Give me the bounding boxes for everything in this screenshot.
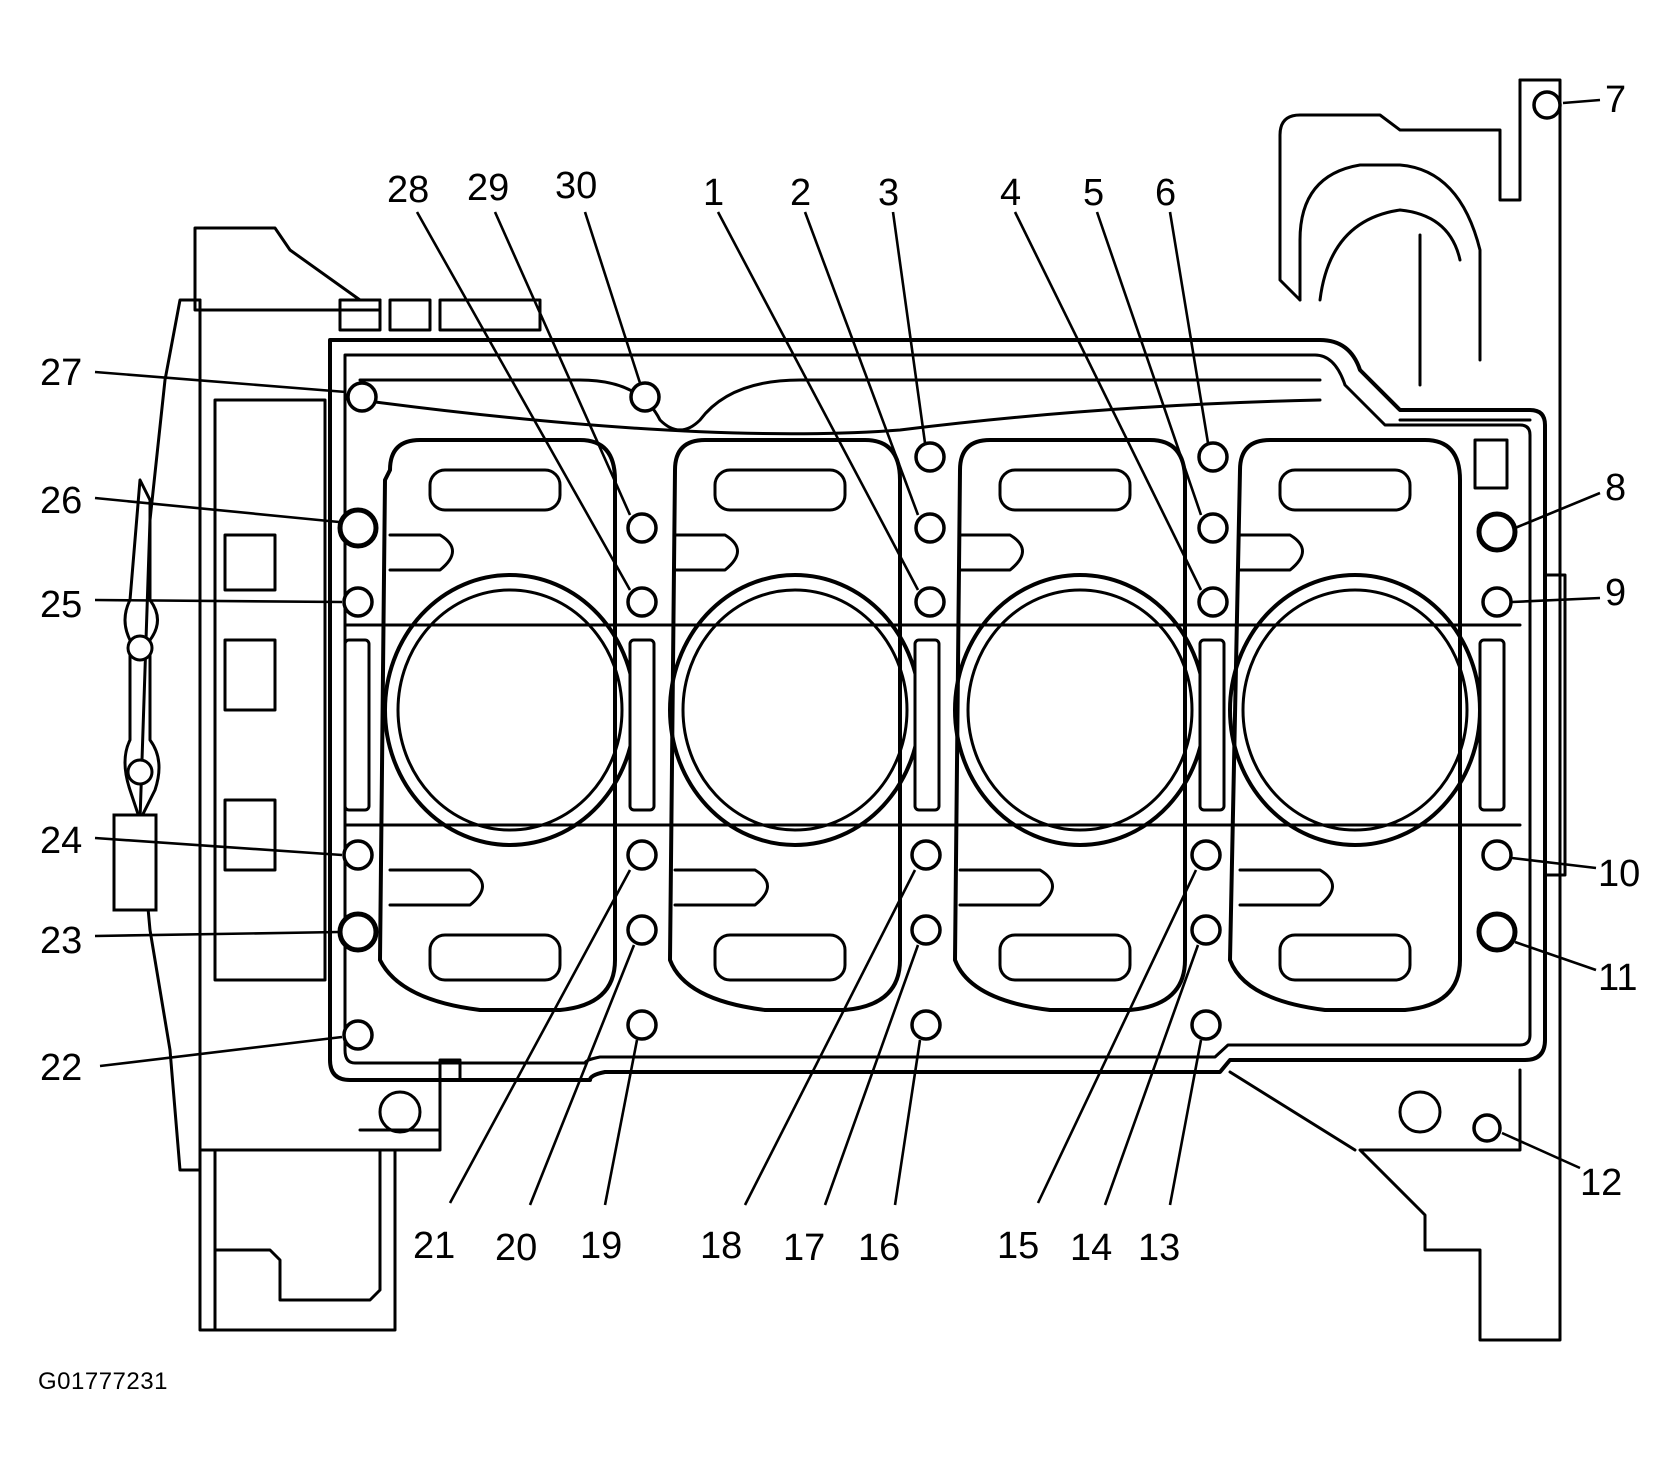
callout-30: 30 [555,165,597,207]
bolt-hole-13 [1190,1009,1222,1041]
bolt-hole-9 [1481,586,1513,618]
bolt-holes [337,90,1562,1143]
callout-16: 16 [858,1227,900,1269]
leader-lines [94,98,1601,1206]
bolt-hole-12 [1472,1113,1502,1143]
bolt-hole-4 [1197,586,1229,618]
bolt-hole-11 [1476,911,1518,953]
bolt-hole-30 [629,381,661,413]
bolt-hole-14 [1190,914,1222,946]
callout-2: 2 [790,172,811,214]
callout-3: 3 [878,172,899,214]
bolt-hole-2 [914,512,946,544]
callout-1: 1 [703,172,724,214]
callout-21: 21 [413,1225,455,1267]
callout-20: 20 [495,1227,537,1269]
figure-id: G01777231 [38,1368,168,1395]
callout-17: 17 [783,1227,825,1269]
callout-4: 4 [1000,172,1021,214]
callout-12: 12 [1580,1162,1622,1204]
callout-6: 6 [1155,172,1176,214]
callout-13: 13 [1138,1227,1180,1269]
block-outline [112,78,1567,1342]
callout-15: 15 [997,1225,1039,1267]
callout-labels: 1 2 3 4 5 6 7 8 9 10 11 12 13 14 15 16 1… [40,79,1640,1269]
bolt-hole-25 [342,586,374,618]
callout-27: 27 [40,352,82,394]
callout-22: 22 [40,1047,82,1089]
bolt-hole-26 [337,507,379,549]
callout-14: 14 [1070,1227,1112,1269]
callout-18: 18 [700,1225,742,1267]
bolt-hole-5 [1197,512,1229,544]
callout-8: 8 [1605,467,1626,509]
bolt-hole-18 [910,839,942,871]
bolt-hole-16 [910,1009,942,1041]
callout-7: 7 [1605,79,1626,121]
bolt-hole-28 [626,586,658,618]
bolt-hole-19 [626,1009,658,1041]
bolt-hole-6 [1197,441,1229,473]
bolt-hole-27 [346,381,378,413]
bolt-hole-1 [914,586,946,618]
callout-5: 5 [1083,172,1104,214]
bolt-hole-17 [910,914,942,946]
callout-11: 11 [1598,957,1637,999]
callout-9: 9 [1605,572,1626,614]
bolt-hole-24 [342,839,374,871]
callout-23: 23 [40,920,82,962]
bolt-hole-15 [1190,839,1222,871]
bolt-hole-21 [626,839,658,871]
bolt-hole-20 [626,914,658,946]
callout-10: 10 [1598,853,1640,895]
callout-26: 26 [40,480,82,522]
bolt-hole-10 [1481,839,1513,871]
callout-25: 25 [40,584,82,626]
bolt-hole-8 [1476,511,1518,553]
bolt-hole-22 [342,1019,374,1051]
bolt-hole-23 [337,911,379,953]
callout-29: 29 [467,167,509,209]
bolt-hole-7 [1532,90,1562,120]
callout-24: 24 [40,820,82,862]
cylinder-bores [343,438,1522,1012]
bolt-hole-3 [914,441,946,473]
callout-19: 19 [580,1225,622,1267]
callout-28: 28 [387,169,429,211]
bolt-hole-29 [626,512,658,544]
